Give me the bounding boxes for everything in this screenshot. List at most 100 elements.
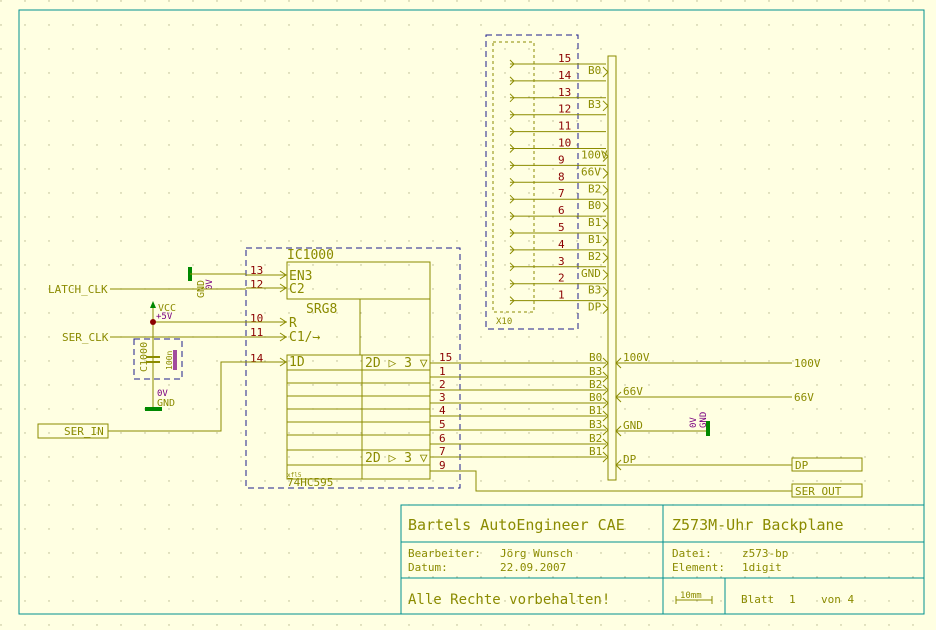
x10-pin-number: 2 <box>558 272 565 285</box>
out-pin-9: 9 <box>439 459 446 472</box>
port-ser-in[interactable] <box>37 423 109 439</box>
x10-bus-entry <box>602 303 609 314</box>
bus-label: B1 <box>589 445 602 458</box>
pin-name-en3: EN3 <box>289 269 312 284</box>
element-value: 1digit <box>742 561 782 574</box>
project-title: Z573M-Uhr Backplane <box>672 516 844 534</box>
company-name: Bartels AutoEngineer CAE <box>408 516 625 534</box>
cap-outline <box>133 338 183 380</box>
pin-name-1d: 1D <box>289 355 305 370</box>
x10-bus-entry <box>602 218 609 230</box>
x10-body <box>492 41 535 313</box>
pin-name-r: R <box>289 316 297 331</box>
x10-net-label: GND <box>581 267 601 280</box>
x10-pin-number: 12 <box>558 103 571 116</box>
x10-net-label: B3 <box>588 284 601 297</box>
x10-pin-arrow-icon <box>509 194 515 204</box>
title-block: Bartels AutoEngineer CAE Z573M-Uhr Backp… <box>400 504 925 615</box>
bus-right-taps: 100V 66V GND DP <box>615 351 792 471</box>
vcc-arrow-icon <box>150 301 156 308</box>
x10-bus-entry <box>602 184 609 196</box>
out-pin-5: 5 <box>439 418 446 431</box>
ic-ref: IC1000 <box>287 248 334 263</box>
x10-pin-arrow-icon <box>509 93 515 103</box>
port-dp-label: DP <box>795 459 809 472</box>
x10-pin-number: 9 <box>558 153 565 166</box>
plus5-label: +5V <box>156 312 173 322</box>
port-ser-out-label: SER_OUT <box>795 485 842 498</box>
x10-bus-entry <box>602 235 609 247</box>
pin-num-10: 10 <box>250 312 263 325</box>
x10-net-label: B0 <box>588 199 601 212</box>
port-66v[interactable]: 66V <box>794 391 814 404</box>
x10-pin-arrow-icon <box>509 228 515 238</box>
bus-label: B2 <box>589 432 602 445</box>
x10-pin-number: 13 <box>558 86 571 99</box>
right-label-dp: DP <box>623 453 637 466</box>
x10-pin-number: 3 <box>558 255 565 268</box>
pin-name-c2: C2 <box>289 282 305 297</box>
x10-bus-entry <box>602 151 609 162</box>
x10-pin-arrow-icon <box>509 76 515 86</box>
sheet-label: Blatt <box>741 593 774 606</box>
connector-x10[interactable]: X10 <box>485 34 579 330</box>
pin-num-12: 12 <box>250 278 263 291</box>
bus-label: B0 <box>589 351 602 364</box>
bus-label: B0 <box>589 391 602 404</box>
ic-output-wires <box>430 357 792 492</box>
out-pin-15: 15 <box>439 351 452 364</box>
ic1000[interactable]: IC1000 SRG8 1D 2D ▷ 3 ▽ 2D ▷ 3 ▽ xfl5 74… <box>245 247 461 489</box>
cap-ref: C1000 <box>139 342 150 372</box>
element-label: Element: <box>672 561 725 574</box>
out-pin-6: 6 <box>439 432 446 445</box>
ic-part: 74HC595 <box>287 476 333 489</box>
vcc-label: VCC <box>158 303 176 314</box>
x10-bus-entry <box>602 286 609 298</box>
x10-bus-entry <box>602 201 609 213</box>
port-100v[interactable]: 100V <box>794 357 821 370</box>
port-ser-out[interactable]: SER_OUT <box>791 483 863 498</box>
ic1000-outline <box>245 247 461 489</box>
editor-value: Jörg Wunsch <box>500 547 573 560</box>
pin-name-c1: C1/→ <box>289 330 320 345</box>
signal-bus[interactable] <box>607 55 617 481</box>
sheet-value: 1 <box>789 593 796 606</box>
net-latch-clk: LATCH_CLK <box>48 283 108 296</box>
x10-pin-number: 6 <box>558 204 565 217</box>
x10-pin-arrow-icon <box>509 296 515 305</box>
x10-pin-number: 5 <box>558 221 565 234</box>
x10-pin-arrow-icon <box>509 110 515 120</box>
out-pin-7: 7 <box>439 445 446 458</box>
gnd-zero-label: 0V <box>689 417 699 428</box>
x10-pins: 15B01413B3121110100V966V8B27B06B15B14B23… <box>509 52 609 314</box>
x10-pin-arrow-icon <box>509 177 515 187</box>
sheet-of: von 4 <box>821 593 854 606</box>
port-dp[interactable]: DP <box>791 457 863 472</box>
gnd-symbol-right: 0V GND <box>689 412 710 436</box>
port-100v-label: 100V <box>794 357 821 370</box>
cap-value: 100n <box>165 351 174 370</box>
x10-net-label: B2 <box>588 182 601 195</box>
x10-pin-number: 4 <box>558 238 565 251</box>
x10-net-label: 66V <box>581 165 601 178</box>
scale-label: 10mm <box>680 591 702 601</box>
gnd-zero-en: 0V <box>205 279 215 290</box>
junction-dot <box>150 319 156 325</box>
x10-outline <box>485 34 579 330</box>
gnd-label-right: GND <box>699 412 709 428</box>
x10-pin-number: 11 <box>558 120 571 133</box>
x10-pin-number: 7 <box>558 187 565 200</box>
right-label-gnd: GND <box>623 419 643 432</box>
out-label-top: 2D ▷ 3 ▽ <box>365 356 428 371</box>
x10-bus-entry <box>602 252 609 264</box>
block-label: SRG8 <box>306 302 337 317</box>
x10-net-label: B1 <box>588 233 601 246</box>
x10-bus-entry <box>602 168 609 179</box>
bus-label: B1 <box>589 404 602 417</box>
rights-text: Alle Rechte vorbehalten! <box>408 592 610 608</box>
x10-pin-number: 14 <box>558 69 572 82</box>
x10-net-label: 100V <box>581 149 608 162</box>
x10-pin-arrow-icon <box>509 279 515 289</box>
x10-net-label: B0 <box>588 64 601 77</box>
